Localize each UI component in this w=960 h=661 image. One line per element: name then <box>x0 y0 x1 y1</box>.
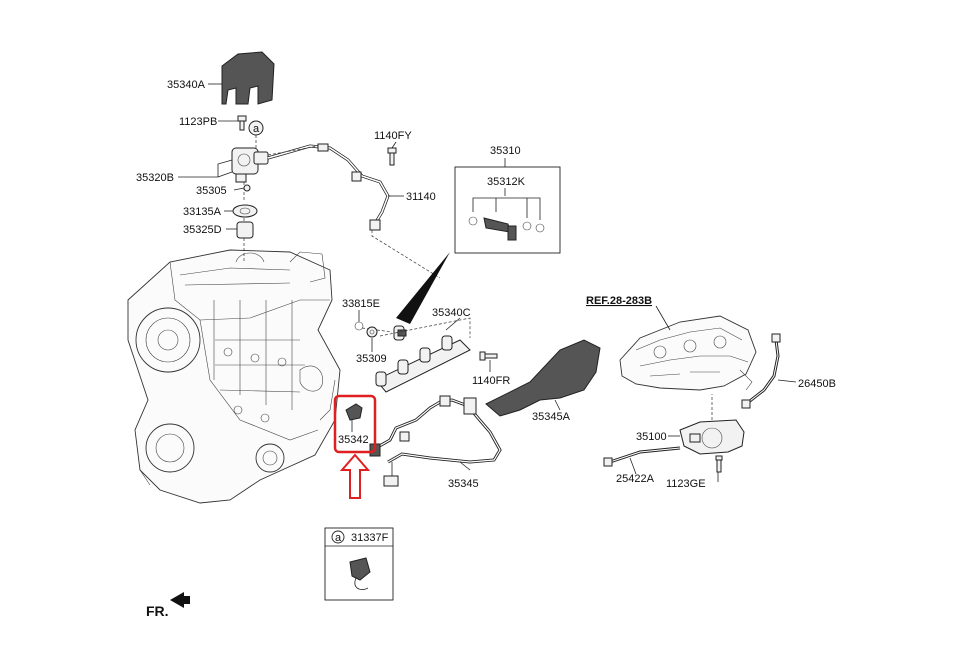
heat-shield-35345A <box>485 339 601 417</box>
label-1123PB: 1123PB <box>179 116 217 128</box>
hose-26450B <box>741 333 781 409</box>
throttle-body-35100 <box>679 419 745 455</box>
fuel-pipe-31140 <box>267 143 390 231</box>
label-1140FR: 1140FR <box>472 375 510 387</box>
detail-box-31337F <box>324 527 394 601</box>
bolt-1140FY <box>387 147 397 166</box>
pointer-wedge <box>396 252 450 324</box>
hose-25422A <box>603 446 681 467</box>
pump-cover-35340A <box>221 51 275 105</box>
label-35312K: 35312K <box>487 176 526 188</box>
label-ref-28-283B[interactable]: REF.28-283B <box>586 295 652 307</box>
label-25422A: 25422A <box>616 473 655 485</box>
front-arrow-icon <box>170 592 190 608</box>
label-31337F: 31337F <box>351 532 389 544</box>
label-31140: 31140 <box>406 191 436 203</box>
label-33815E: 33815E <box>342 298 380 310</box>
label-35325D: 35325D <box>183 224 222 236</box>
injector-kit-box <box>454 158 561 254</box>
label-35345A: 35345A <box>532 411 571 423</box>
fuel-rail-35340C <box>375 325 471 393</box>
seal-35309 <box>366 326 378 338</box>
label-35340C: 35340C <box>432 307 471 319</box>
intake-manifold <box>619 315 757 391</box>
label-1123GE: 1123GE <box>666 478 706 490</box>
oring-33815E <box>354 321 364 331</box>
engine-block <box>127 249 341 504</box>
label-26450B: 26450B <box>798 378 836 390</box>
highlight-box <box>333 394 377 454</box>
bolt-1123GE <box>715 455 723 473</box>
label-35305: 35305 <box>196 185 227 197</box>
bolt-1123PB <box>237 115 247 131</box>
front-label: FR. <box>146 603 169 619</box>
label-35345: 35345 <box>448 478 479 490</box>
label-35310: 35310 <box>490 145 521 157</box>
sensor-35342 <box>345 403 363 421</box>
label-35340A: 35340A <box>167 79 206 91</box>
label-35320B: 35320B <box>136 172 174 184</box>
label-35309: 35309 <box>356 353 387 365</box>
bolt-1140FR <box>479 351 498 361</box>
wiring-harness-35345 <box>369 395 502 487</box>
gasket-33135A <box>232 204 258 218</box>
highlight-arrow <box>339 453 371 499</box>
fuel-pump-35320B <box>231 147 269 183</box>
label-35100: 35100 <box>636 431 667 443</box>
detail-circle-a-label: a <box>335 532 342 544</box>
label-33135A: 33135A <box>183 206 222 218</box>
label-1140FY: 1140FY <box>374 130 412 142</box>
circle-a-label: a <box>253 123 260 135</box>
lifter-35325D <box>236 221 254 239</box>
label-35342: 35342 <box>338 434 369 446</box>
